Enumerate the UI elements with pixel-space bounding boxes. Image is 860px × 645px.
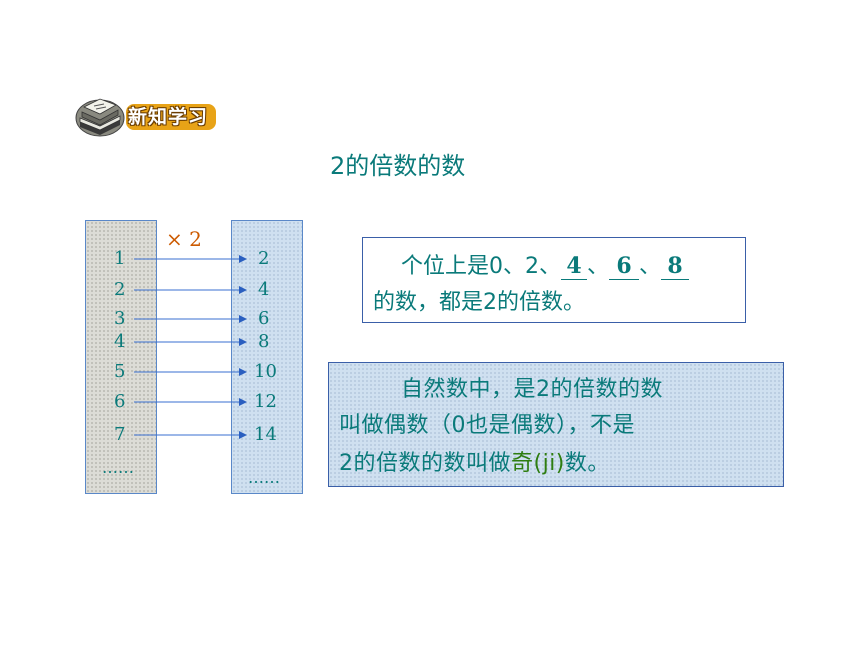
answer-blank: 8 bbox=[661, 253, 690, 280]
left-number: 1 bbox=[114, 248, 126, 269]
left-ellipsis: …… bbox=[102, 458, 134, 477]
right-ellipsis: …… bbox=[248, 468, 280, 487]
books-icon bbox=[75, 98, 125, 137]
right-number: 6 bbox=[258, 308, 270, 329]
rule-prefix: 个位上是0、2、 bbox=[401, 254, 561, 279]
multiplier-label: × 2 bbox=[166, 227, 202, 251]
answer-blank: 4 bbox=[561, 253, 587, 280]
left-number: 5 bbox=[114, 361, 126, 382]
page-title: 2的倍数的数 bbox=[330, 152, 466, 180]
definition-line-1: 自然数中，是2的倍数的数 bbox=[401, 377, 663, 402]
left-number: 4 bbox=[114, 331, 126, 352]
left-number: 7 bbox=[114, 424, 126, 445]
right-number: 2 bbox=[258, 248, 270, 269]
rule-line-2: 的数，都是2的倍数。 bbox=[373, 290, 585, 315]
right-number: 10 bbox=[254, 361, 277, 382]
left-number: 2 bbox=[114, 279, 126, 300]
definition-line-2: 叫做偶数（0也是偶数），不是 bbox=[339, 413, 635, 438]
answer-blank: 6 bbox=[609, 253, 640, 280]
badge-label: 新知学习 bbox=[126, 104, 217, 130]
left-number: 6 bbox=[114, 391, 126, 412]
odd-term: 奇(ji) bbox=[511, 451, 565, 476]
left-number: 3 bbox=[114, 308, 126, 329]
even-odd-definition-box: 自然数中，是2的倍数的数 叫做偶数（0也是偶数），不是 2的倍数的数叫做奇(ji… bbox=[328, 362, 784, 487]
right-number: 8 bbox=[258, 331, 270, 352]
separator: 、 bbox=[639, 254, 662, 279]
ones-digit-rule-box: 个位上是0、2、4、6、8 的数，都是2的倍数。 bbox=[362, 237, 746, 323]
definition-line-3: 2的倍数的数叫做奇(ji)数。 bbox=[339, 445, 610, 477]
right-number: 12 bbox=[254, 391, 277, 412]
left-number-column bbox=[85, 220, 157, 494]
right-number: 14 bbox=[254, 424, 277, 445]
definition-suffix: 数。 bbox=[564, 451, 610, 476]
right-number: 4 bbox=[258, 279, 270, 300]
separator: 、 bbox=[587, 254, 610, 279]
definition-prefix: 2的倍数的数叫做 bbox=[339, 451, 511, 476]
right-number-column bbox=[231, 220, 303, 494]
rule-line-1: 个位上是0、2、4、6、8 bbox=[401, 248, 690, 280]
section-badge: 新知学习 bbox=[74, 96, 239, 138]
